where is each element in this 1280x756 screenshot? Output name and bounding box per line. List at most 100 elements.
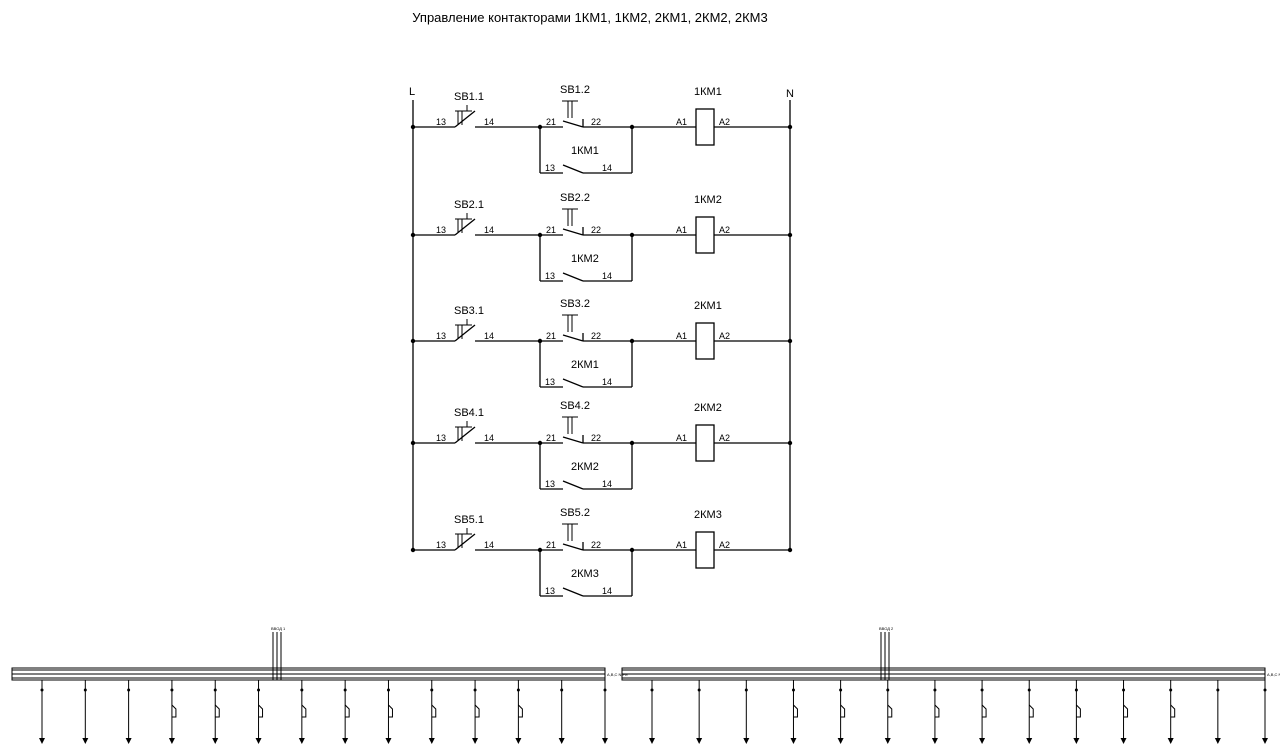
terminal-label: 21 [546, 117, 556, 127]
pushbutton-actuator [562, 208, 578, 226]
pushbutton-actuator [562, 314, 578, 332]
breaker-symbol [791, 688, 795, 692]
arrow-down-icon [515, 738, 522, 744]
contactor-symbol [1170, 704, 1176, 718]
terminal-label: 14 [484, 540, 494, 550]
terminal-label: A2 [719, 117, 730, 127]
coil-label: 2КМ3 [694, 509, 722, 521]
breaker-symbol [430, 688, 434, 692]
holding-contact-blade [562, 164, 584, 174]
pushbutton-actuator [562, 416, 578, 434]
arrow-down-icon [649, 738, 655, 744]
holding-contact-label: 1КМ2 [571, 253, 599, 265]
terminal-label: 22 [591, 433, 601, 443]
coil-label: 2КМ1 [694, 300, 722, 312]
busbar-label: A,B,C N PE [607, 672, 628, 677]
stop-contact-blade [562, 334, 584, 342]
breaker-symbol [1216, 688, 1220, 692]
terminal-label: 13 [436, 540, 446, 550]
contactor-symbol [934, 704, 940, 718]
contactor-symbol [344, 704, 350, 718]
contactor-coil [695, 531, 715, 569]
terminal-label: 13 [436, 331, 446, 341]
breaker-symbol [213, 688, 217, 692]
stop-button-label: SB5.2 [560, 507, 590, 519]
breaker-symbol [300, 688, 304, 692]
arrow-down-icon [125, 738, 132, 744]
terminal-label: 14 [484, 117, 494, 127]
terminal-label: 14 [484, 225, 494, 235]
contactor-symbol [258, 704, 264, 718]
arrow-down-icon [696, 738, 703, 744]
terminal-label: 21 [546, 225, 556, 235]
breaker-symbol [170, 688, 174, 692]
terminal-label: 13 [436, 433, 446, 443]
pushbutton-actuator [562, 523, 578, 541]
arrow-down-icon [1120, 738, 1127, 744]
contactor-coil [695, 216, 715, 254]
breaker-symbol [980, 688, 984, 692]
start-button-label: SB4.1 [454, 407, 484, 419]
breaker-symbol [83, 688, 87, 692]
breaker-symbol [744, 688, 748, 692]
breaker-symbol [886, 688, 890, 692]
contactor-coil [695, 322, 715, 360]
contactor-symbol [981, 704, 987, 718]
contactor-symbol [431, 704, 437, 718]
terminal-label: 14 [602, 377, 612, 387]
breaker-symbol [650, 688, 654, 692]
breaker-symbol [1074, 688, 1078, 692]
breaker-symbol [1122, 688, 1126, 692]
terminal-label: A1 [676, 433, 687, 443]
arrow-down-icon [428, 738, 435, 744]
breaker-symbol [1027, 688, 1031, 692]
holding-contact-blade [562, 587, 584, 597]
pushbutton-actuator [455, 319, 472, 339]
arrow-down-icon [1073, 738, 1080, 744]
arrow-down-icon [385, 738, 392, 744]
terminal-label: 13 [436, 117, 446, 127]
incoming-feeder-label: ВВОД 2 [879, 626, 894, 631]
busbar-panels: ВВОД 1A,B,C N PE ВВОД 2 A,B,C N PE [11, 626, 1280, 744]
busbar-panel: ВВОД 1A,B,C N PE [11, 626, 628, 744]
terminal-label: 13 [436, 225, 446, 235]
start-button-label: SB2.1 [454, 199, 484, 211]
arrow-down-icon [212, 738, 219, 744]
arrow-down-icon [558, 738, 565, 744]
terminal-label: 14 [484, 433, 494, 443]
contactor-symbol [214, 704, 220, 718]
contactor-coil [695, 424, 715, 462]
pushbutton-actuator [455, 105, 472, 125]
arrow-down-icon [743, 738, 750, 744]
terminal-label: 22 [591, 117, 601, 127]
stop-button-label: SB2.2 [560, 192, 590, 204]
terminal-label: 14 [484, 331, 494, 341]
holding-contact-blade [562, 480, 584, 490]
arrow-down-icon [1026, 738, 1033, 744]
stop-button-label: SB1.2 [560, 84, 590, 96]
terminal-label: 14 [602, 586, 612, 596]
terminal-label: 13 [545, 163, 555, 173]
arrow-down-icon [82, 738, 89, 744]
terminal-label: 22 [591, 225, 601, 235]
contactor-symbol [474, 704, 480, 718]
terminal-label: 21 [546, 331, 556, 341]
terminal-label: 14 [602, 271, 612, 281]
arrow-down-icon [1167, 738, 1174, 744]
holding-contact-label: 2КМ2 [571, 461, 599, 473]
contactor-symbol [840, 704, 846, 718]
contactor-symbol [301, 704, 307, 718]
contactor-coil [695, 108, 715, 146]
contactor-symbol [1028, 704, 1034, 718]
breaker-symbol [1263, 688, 1267, 692]
terminal-label: 13 [545, 377, 555, 387]
terminal-label: A2 [719, 540, 730, 550]
contactor-symbol [1076, 704, 1081, 718]
arrow-down-icon [1262, 738, 1268, 744]
coil-label: 2КМ2 [694, 402, 722, 414]
